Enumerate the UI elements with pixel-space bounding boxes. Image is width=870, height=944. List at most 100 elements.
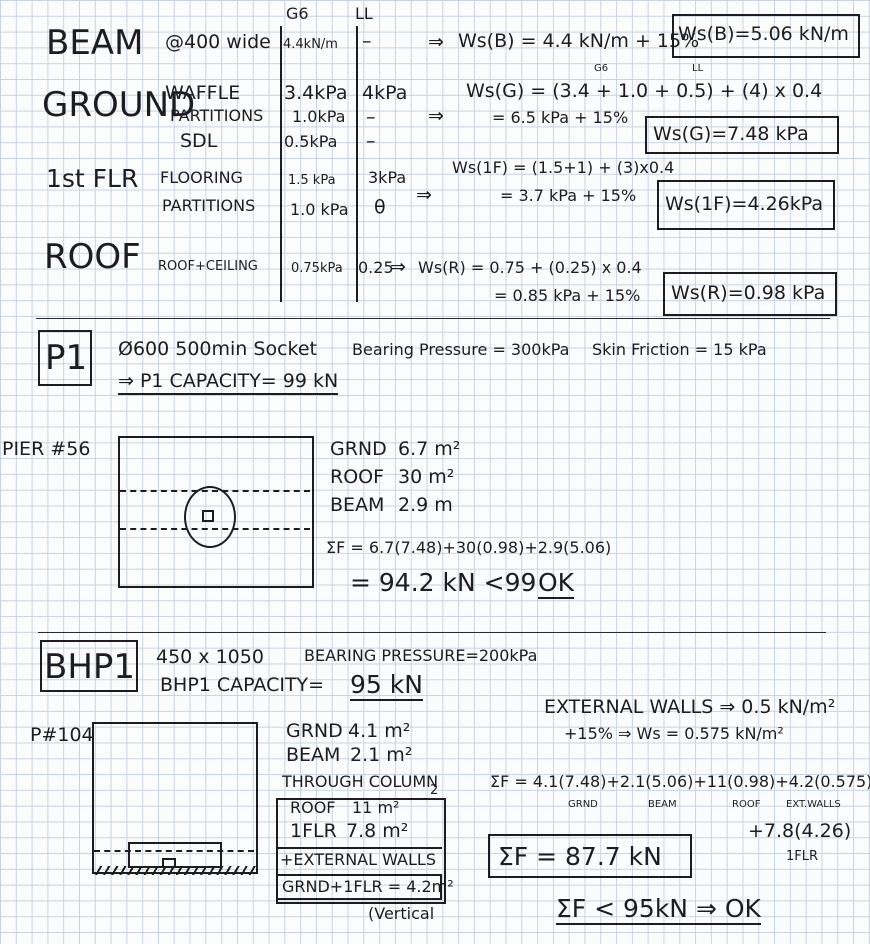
beam-ll: – — [362, 30, 372, 52]
p104-external-walls: +EXTERNAL WALLS — [280, 850, 436, 869]
p104-through-column-box — [276, 798, 446, 904]
bhp1-label-box: BHP1 — [40, 640, 138, 692]
roof-result: Ws(R)=0.98 kPa — [671, 282, 826, 304]
p104-through-column: THROUGH COLUMN — [282, 772, 439, 791]
ground-partitions-ll: – — [366, 106, 376, 128]
pier56-ok: OK — [538, 568, 575, 599]
p104-roof-name: ROOF — [290, 798, 336, 817]
beam-g6: 4.4kN/m — [283, 37, 338, 52]
beam-spec: @400 wide — [165, 31, 271, 53]
pier56-plan-outline — [118, 436, 314, 588]
beam-label: BEAM — [46, 23, 144, 63]
ground-item-sdl: SDL — [180, 130, 218, 152]
ground-item-partitions: PARTITIONS — [170, 106, 264, 125]
first-floor-flooring-g6: 1.5 kPa — [288, 173, 336, 188]
ground-calc-line2: = 6.5 kPa + 15% — [492, 108, 629, 127]
p1-bearing: Bearing Pressure = 300kPa — [352, 340, 570, 359]
first-floor-calc-line2: = 3.7 kPa + 15% — [500, 186, 637, 205]
p104-beam-area: 2.1 m² — [350, 744, 413, 766]
pier56-grnd-name: GRND — [330, 438, 387, 460]
roof-calc-line1: Ws(R) = 0.75 + (0.25) x 0.4 — [418, 258, 642, 277]
p104-grnd-area: 4.1 m² — [348, 720, 411, 742]
p1-spec: Ø600 500min Socket — [118, 338, 317, 360]
bhp1-capacity-value: 95 kN — [350, 670, 423, 701]
pier56-pier-circle — [184, 486, 236, 548]
pier56-beam-name: BEAM — [330, 494, 385, 516]
section-divider-1 — [36, 318, 830, 319]
first-floor-flooring-ll: 3kPa — [368, 168, 407, 187]
first-floor-partitions-ll: θ — [374, 196, 386, 218]
section-divider-2 — [38, 632, 826, 633]
p104-through-column-number: 2 — [430, 783, 439, 798]
p1-label: P1 — [45, 338, 88, 378]
first-floor-arrow: ⇒ — [416, 184, 432, 206]
ext-walls-sum-ext-label: EXT.WALLS — [786, 799, 841, 810]
ground-calc-ll-tag: LL — [692, 63, 704, 74]
roof-ll: 0.25 — [358, 258, 394, 277]
bhp1-label: BHP1 — [44, 647, 136, 687]
pier56-roof-name: ROOF — [330, 466, 385, 488]
p104-grnd-1flr: GRND+1FLR = 4.2m² — [282, 877, 454, 896]
roof-item-roof-ceiling: ROOF+CEILING — [158, 259, 258, 274]
ground-result-box: Ws(G)=7.48 kPa — [645, 116, 839, 154]
beam-calc: Ws(B) = 4.4 kN/m + 15% — [458, 30, 700, 52]
roof-calc-line2: = 0.85 kPa + 15% — [494, 286, 641, 305]
p104-label: P#104 — [30, 724, 94, 746]
p104-vertical-note: (Vertical — [368, 904, 435, 923]
ext-walls-final-check: ΣF < 95kN ⇒ OK — [556, 894, 761, 925]
first-floor-result-box: Ws(1F)=4.26kPa — [657, 180, 835, 230]
ext-walls-sum-roof-label: ROOF — [732, 799, 761, 810]
ground-calc-line1: Ws(G) = (3.4 + 1.0 + 0.5) + (4) x 0.4 — [466, 80, 823, 102]
bhp1-capacity-label: BHP1 CAPACITY= — [160, 674, 325, 696]
first-floor-label: 1st FLR — [46, 164, 139, 193]
p1-skin-friction: Skin Friction = 15 kPa — [592, 340, 767, 359]
p104-1flr-name: 1FLR — [290, 820, 337, 842]
beam-arrow: ⇒ — [428, 31, 444, 53]
bhp1-bearing: BEARING PRESSURE=200kPa — [304, 646, 538, 665]
ext-walls-sum-beam-label: BEAM — [648, 799, 677, 810]
p1-label-box: P1 — [38, 330, 92, 386]
beam-result: Ws(B)=5.06 kN/m — [678, 23, 849, 45]
ground-sdl-g6: 0.5kPa — [284, 132, 338, 151]
first-floor-partitions-g6: 1.0 kPa — [290, 200, 349, 219]
ext-walls-sum-grnd-label: GRND — [568, 799, 598, 810]
pier56-column-square — [202, 510, 214, 522]
ext-walls-result: ΣF = 87.7 kN — [498, 842, 662, 871]
p104-beam-name: BEAM — [286, 744, 341, 766]
p1-capacity: ⇒ P1 CAPACITY= 99 kN — [118, 372, 339, 395]
ground-sdl-ll: – — [366, 130, 376, 152]
ext-walls-ws: +15% ⇒ Ws = 0.575 kN/m² — [564, 724, 784, 743]
pier56-beam-length: 2.9 m — [398, 494, 453, 516]
roof-g6: 0.75kPa — [291, 261, 343, 276]
first-floor-result: Ws(1F)=4.26kPa — [665, 193, 824, 215]
ground-item-waffle: WAFFLE — [165, 82, 241, 104]
p104-1flr-area: 7.8 m² — [346, 820, 409, 842]
roof-arrow: ⇒ — [390, 256, 406, 278]
pier56-label: PIER #56 — [2, 438, 91, 460]
ext-walls-sum: ΣF = 4.1(7.48)+2.1(5.06)+11(0.98)+4.2(0.… — [490, 772, 870, 791]
ground-partitions-g6: 1.0kPa — [292, 107, 346, 126]
ground-waffle-ll: 4kPa — [362, 82, 408, 104]
p104-box-divider — [278, 847, 442, 849]
ground-label: GROUND — [42, 85, 196, 125]
first-floor-item-partitions: PARTITIONS — [162, 196, 256, 215]
ext-walls-sum-1flr-label: 1FLR — [786, 849, 819, 864]
roof-result-box: Ws(R)=0.98 kPa — [663, 272, 837, 316]
p104-roof-area: 11 m² — [352, 798, 400, 817]
ll-column-header: LL — [355, 4, 373, 23]
ground-arrow: ⇒ — [428, 105, 444, 127]
p104-grnd-name: GRND — [286, 720, 343, 742]
ground-result: Ws(G)=7.48 kPa — [653, 123, 809, 145]
ext-walls-title: EXTERNAL WALLS ⇒ 0.5 kN/m² — [544, 696, 836, 718]
p104-beam-line — [94, 850, 254, 852]
bhp1-size: 450 x 1050 — [156, 646, 264, 668]
p104-wall-hatch — [92, 866, 256, 875]
ext-walls-sum-plus: +7.8(4.26) — [748, 820, 852, 842]
g6-column-header: G6 — [286, 4, 309, 23]
first-floor-calc-line1: Ws(1F) = (1.5+1) + (3)x0.4 — [452, 158, 675, 177]
ll-column-separator — [356, 26, 358, 302]
pier56-roof-area: 30 m² — [398, 466, 455, 488]
pier56-grnd-area: 6.7 m² — [398, 438, 461, 460]
ext-walls-result-box: ΣF = 87.7 kN — [488, 834, 692, 878]
p104-grnd-1flr-box: GRND+1FLR = 4.2m² — [276, 874, 454, 900]
